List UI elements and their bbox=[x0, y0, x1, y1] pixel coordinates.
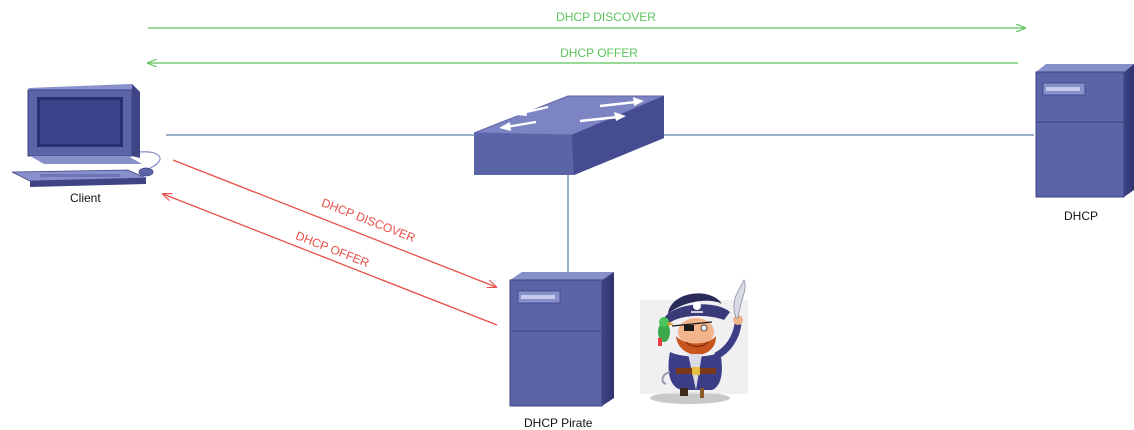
network-switch-icon bbox=[473, 95, 665, 175]
legit-dhcp-flows: DHCP DISCOVER DHCP OFFER bbox=[148, 10, 1025, 63]
rogue-dhcp-flows: DHCP DISCOVER DHCP OFFER bbox=[163, 159, 498, 326]
dhcp-server-label: DHCP bbox=[1064, 209, 1099, 223]
rogue-offer-arrow bbox=[163, 194, 498, 326]
legit-offer-label: DHCP OFFER bbox=[560, 46, 638, 60]
dhcp-pirate-label: DHCP Pirate bbox=[524, 416, 593, 430]
server-tower-icon bbox=[1035, 64, 1134, 198]
network-links bbox=[166, 134, 1034, 272]
client-label: Client bbox=[70, 191, 101, 205]
computer-icon bbox=[11, 84, 161, 187]
server-tower-icon bbox=[509, 272, 614, 407]
rogue-discover-arrow bbox=[172, 159, 496, 287]
pirate-icon bbox=[640, 279, 748, 404]
rogue-discover-label: DHCP DISCOVER bbox=[319, 195, 417, 245]
legit-discover-label: DHCP DISCOVER bbox=[556, 10, 656, 24]
